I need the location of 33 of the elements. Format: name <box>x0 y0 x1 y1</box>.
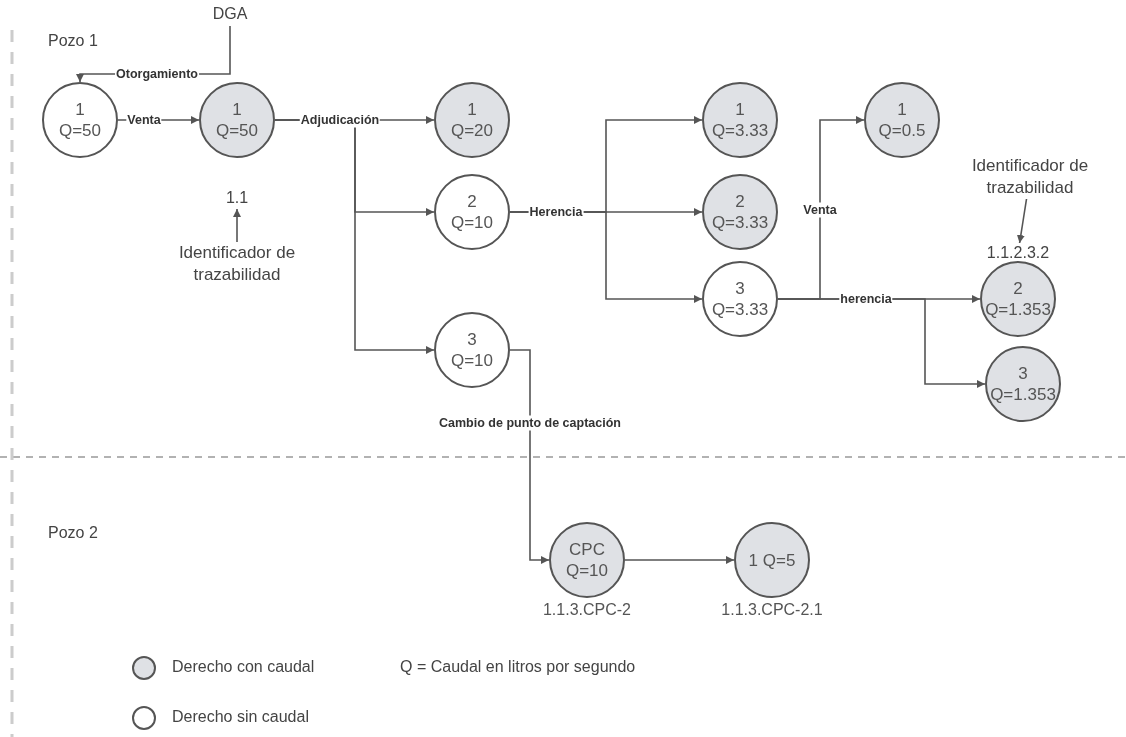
arrow <box>624 556 735 564</box>
right-circle: 2 Q=10 <box>434 174 510 250</box>
right-circle: 2 Q=3.33 <box>702 174 778 250</box>
edge-label: Adjudicación <box>299 112 381 128</box>
node-text: DGA <box>205 2 255 26</box>
right-circle: 1 Q=50 <box>199 82 275 158</box>
arrow <box>1016 198 1028 244</box>
edge-label: Cambio de punto de captación <box>438 415 622 431</box>
note-text: Q = Caudal en litros por segundo <box>400 658 636 676</box>
identifier-text: 1.1.3.CPC-2.1 <box>720 601 824 619</box>
node-text: Identificador de trazabilidad <box>955 155 1105 199</box>
node-text: 1.1.2.3.2 <box>973 243 1063 263</box>
legend-text: Derecho con caudal <box>172 658 315 676</box>
edge-label: Venta <box>802 202 838 218</box>
right-circle: 1 Q=3.33 <box>702 82 778 158</box>
right-circle: 1 Q=20 <box>434 82 510 158</box>
right-circle: 1 Q=0.5 <box>864 82 940 158</box>
arrow <box>233 208 241 243</box>
right-circle: 3 Q=3.33 <box>702 261 778 337</box>
right-circle: CPC Q=10 <box>549 522 625 598</box>
right-circle: 3 Q=1.353 <box>985 346 1061 422</box>
right-circle: 1 Q=50 <box>42 82 118 158</box>
identifier-text: 1.1.3.CPC-2 <box>541 601 632 619</box>
right-circle: 1 Q=5 <box>734 522 810 598</box>
edge-label: Otorgamiento <box>115 66 199 82</box>
arrow <box>509 349 550 564</box>
right-circle: 2 Q=1.353 <box>980 261 1056 337</box>
legend-text: Derecho sin caudal <box>172 708 309 726</box>
node-text: Identificador de trazabilidad <box>152 242 322 286</box>
node-text: 1.1 <box>220 187 254 209</box>
section-label: Pozo 1 <box>48 32 98 50</box>
section-label: Pozo 2 <box>48 524 98 542</box>
right-circle: 3 Q=10 <box>434 312 510 388</box>
